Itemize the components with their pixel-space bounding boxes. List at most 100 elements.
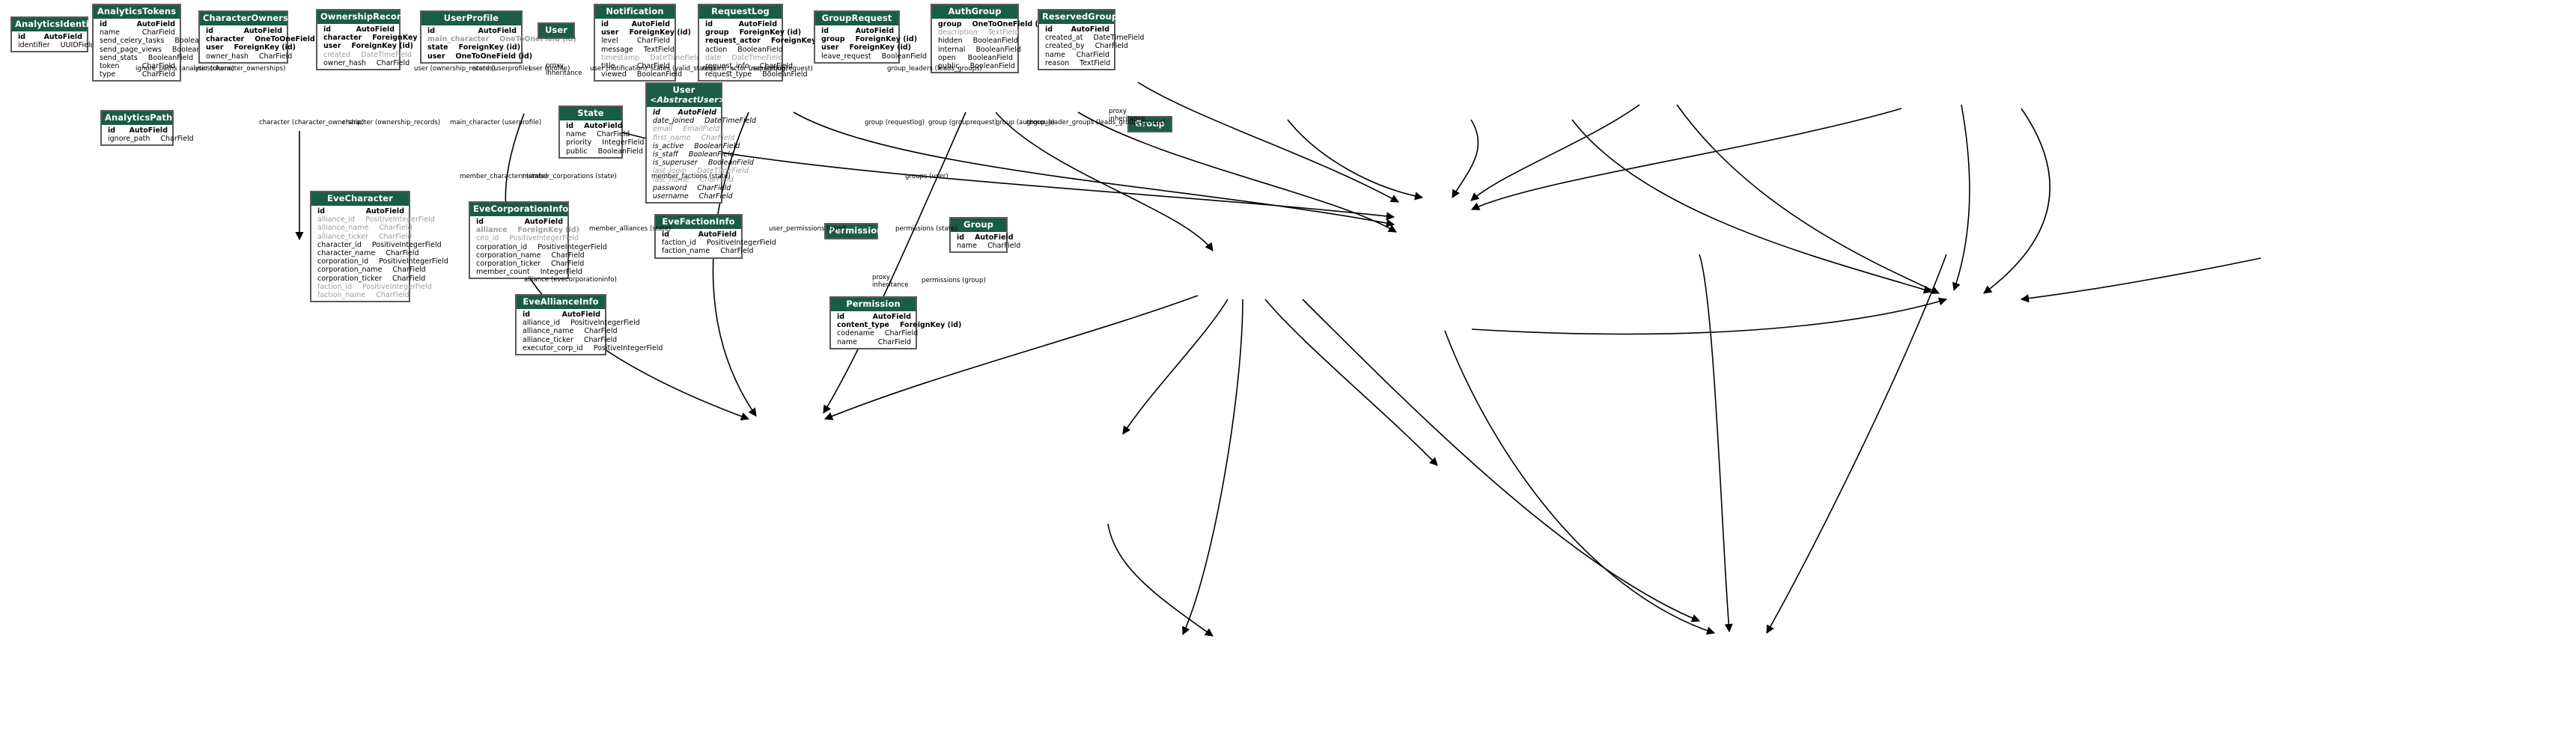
field-name: password xyxy=(653,183,687,192)
field-name: is_superuser xyxy=(653,159,698,168)
field-type: PositiveIntegerField xyxy=(362,282,432,291)
field-name: corporation_ticker xyxy=(317,274,382,283)
field-type: OneToOneField (id) xyxy=(972,20,1050,28)
field-name: type xyxy=(100,70,116,79)
field-type: DateTimeField xyxy=(650,53,701,62)
entity-user_plain[interactable]: User xyxy=(538,22,575,39)
field-name: faction_id xyxy=(317,282,353,291)
edge-label-lbl-user-notification: user (notification) xyxy=(590,65,648,73)
field-name: public xyxy=(938,62,960,71)
field-name: public xyxy=(566,147,588,156)
field-name: alliance_name xyxy=(317,224,369,233)
entity-title-analyticspath: AnalyticsPath xyxy=(102,111,172,125)
entity-title-authgroup: AuthGroup xyxy=(932,5,1017,19)
field-type: CharField xyxy=(392,266,426,275)
field-type: PositiveIntegerField xyxy=(371,240,442,249)
field-name: send_stats xyxy=(100,53,138,62)
edge-label-lbl-permissions-group: permissions (group) xyxy=(922,277,986,284)
field-name: request_type xyxy=(705,70,752,79)
field-name: identifier xyxy=(18,41,50,50)
field-name: leave_request xyxy=(821,52,871,61)
field-name: faction_id xyxy=(662,239,697,248)
field-name: executor_corp_id xyxy=(523,343,583,352)
entity-permission_mid[interactable]: Permission xyxy=(824,223,883,239)
field-type: DateTimeField xyxy=(697,167,749,176)
field-name: corporation_name xyxy=(476,251,541,260)
field-type: ForeignKey (id) xyxy=(372,34,434,43)
field-name: user xyxy=(821,43,839,52)
entity-name: Notification xyxy=(606,6,664,16)
field-type: CharField xyxy=(386,249,419,258)
field-name: send_page_views xyxy=(100,45,162,54)
field-type: CharField xyxy=(550,260,585,269)
entity-title-permission_bottom: Permission xyxy=(831,298,916,311)
field-type: AutoField xyxy=(855,27,894,35)
field-type: BooleanField xyxy=(688,150,734,159)
entity-name: State xyxy=(577,108,604,118)
entity-group_right[interactable]: Group xyxy=(1127,116,1172,132)
field-name: character xyxy=(323,34,362,43)
field-name: codename xyxy=(837,329,874,338)
field-type: CharField xyxy=(378,232,412,241)
field-type: CharField xyxy=(376,58,410,67)
field-name: id xyxy=(1045,25,1053,34)
field-type: PositiveIntegerField xyxy=(593,343,663,352)
field-name: group xyxy=(705,28,729,37)
field-type: PositiveIntegerField xyxy=(365,215,435,224)
field-name: id xyxy=(427,27,436,35)
field-name: id xyxy=(476,218,484,226)
field-type: CharField xyxy=(376,291,409,300)
entity-name: EveCharacter xyxy=(327,193,393,204)
field-type: DateTimeField xyxy=(1093,34,1145,43)
field-type: DateTimeField xyxy=(731,53,783,62)
field-name: faction_name xyxy=(317,291,366,300)
field-type: CharField xyxy=(596,130,630,139)
